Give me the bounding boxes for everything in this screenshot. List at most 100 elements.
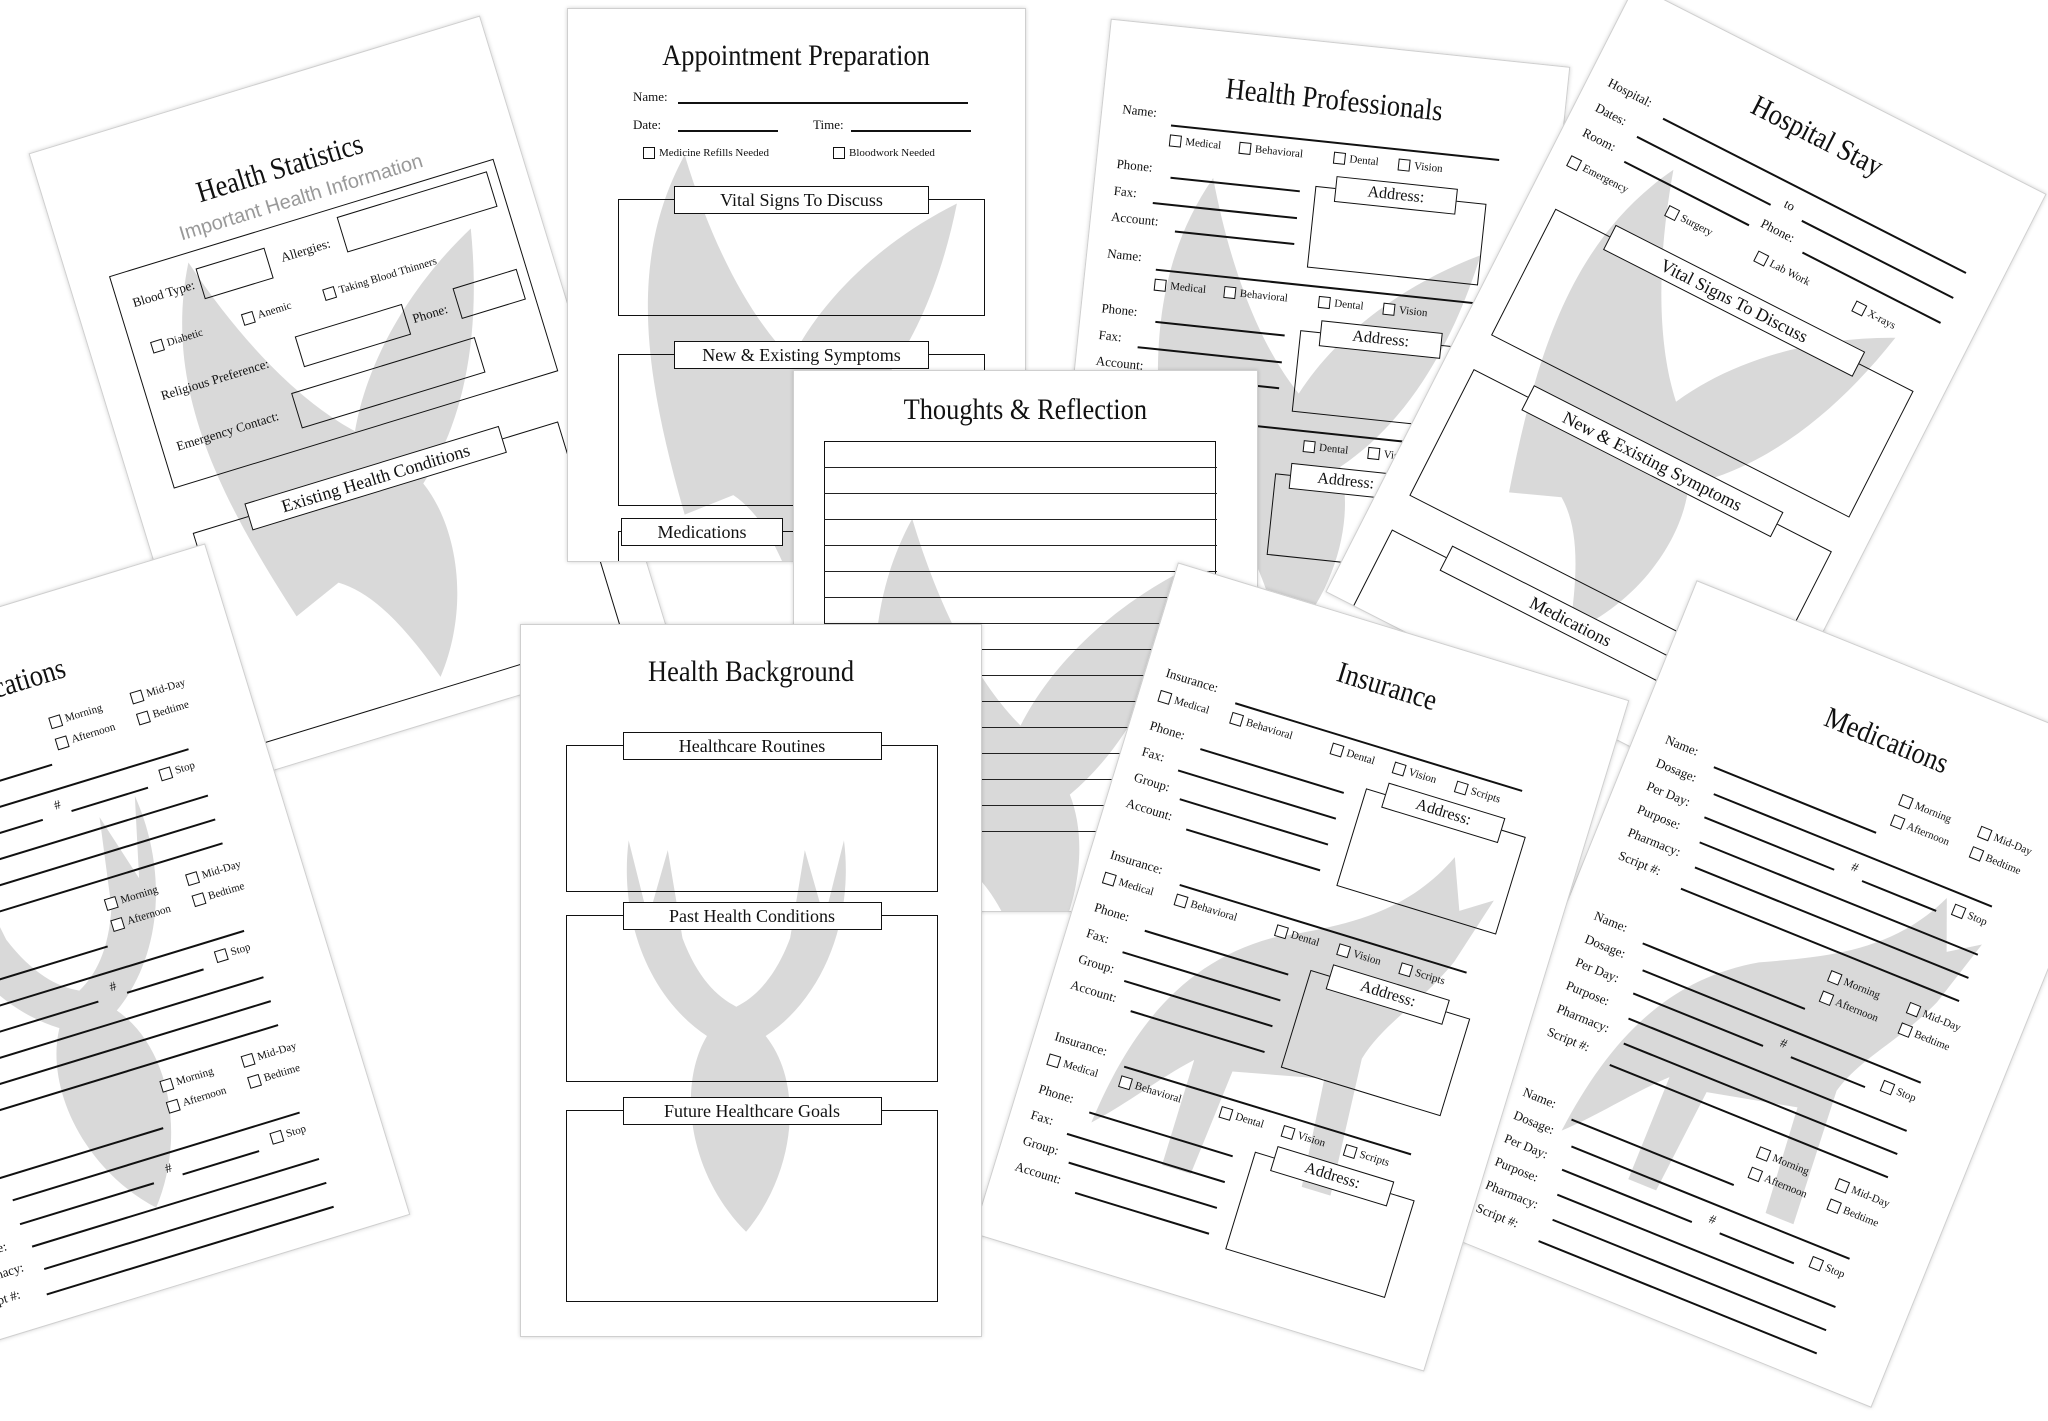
checkbox-square-icon bbox=[1747, 1166, 1764, 1183]
write-in-line bbox=[1861, 880, 1937, 912]
checkbox-square-icon bbox=[185, 871, 201, 887]
checkbox-medicine-refills: Medicine Refills Needed bbox=[643, 147, 769, 159]
write-in-line bbox=[71, 786, 149, 813]
page-title: Health Professionals bbox=[1104, 59, 1565, 141]
page-title: Health Background bbox=[521, 655, 981, 689]
checkbox-square-icon bbox=[1834, 1178, 1851, 1194]
checkbox-label: Mid-Day bbox=[1920, 1007, 1963, 1035]
checkbox-square-icon bbox=[48, 714, 64, 730]
checkbox-square-icon bbox=[1897, 1022, 1914, 1038]
checkbox-vision: Vision bbox=[1397, 158, 1443, 175]
checkbox-square-icon bbox=[1818, 990, 1835, 1007]
write-in-line bbox=[1623, 1042, 1898, 1156]
phone-label: Phone: bbox=[1115, 156, 1154, 175]
date-label: Date: bbox=[633, 117, 662, 132]
account-label: Account: bbox=[1068, 976, 1119, 1006]
checkbox-dental: Dental bbox=[1329, 742, 1376, 767]
checkbox-square-icon bbox=[1173, 893, 1189, 909]
write-in-line bbox=[1556, 1193, 1836, 1309]
writing-line bbox=[824, 467, 1217, 468]
checkbox-square-icon bbox=[1664, 205, 1681, 222]
checkbox-square-icon bbox=[833, 147, 845, 159]
write-in-line bbox=[1713, 766, 1877, 834]
page-title-text: Health Professionals bbox=[1224, 72, 1445, 128]
checkbox-square-icon bbox=[1280, 1124, 1296, 1140]
page-title: Medications bbox=[0, 602, 232, 772]
dosage-label: Dosage: bbox=[1511, 1107, 1557, 1138]
insurance-label: Insurance: bbox=[1053, 1028, 1110, 1059]
checkbox-square-icon bbox=[1302, 440, 1316, 454]
write-in-line bbox=[1801, 219, 1954, 299]
checkbox-label: Stop bbox=[284, 1122, 308, 1141]
checkbox-square-icon bbox=[213, 948, 229, 964]
checkbox-behavioral: Behavioral bbox=[1223, 285, 1288, 305]
checkbox-stop: Stop bbox=[269, 1123, 307, 1145]
checkbox-square-icon bbox=[1317, 295, 1331, 310]
number-label: # bbox=[1706, 1211, 1719, 1228]
write-in-line bbox=[12, 1111, 300, 1202]
checkbox-square-icon bbox=[135, 710, 151, 726]
checkbox-scripts: Scripts bbox=[1342, 1143, 1391, 1170]
write-in-line bbox=[0, 763, 53, 817]
write-in-line bbox=[0, 945, 108, 999]
checkbox-square-icon bbox=[1968, 846, 1985, 862]
checkbox-square-icon bbox=[1889, 814, 1906, 830]
checkbox-label: Medical bbox=[1172, 694, 1211, 717]
checkbox-label: Dental bbox=[1318, 441, 1349, 457]
write-in-line bbox=[1632, 992, 1764, 1047]
write-in-line bbox=[1179, 798, 1329, 846]
write-in-line bbox=[0, 929, 245, 1020]
section-heading: Vital Signs To Discuss bbox=[673, 186, 930, 214]
checkbox-label: Vision bbox=[1295, 1129, 1327, 1150]
checkbox-square-icon bbox=[1453, 780, 1469, 796]
checkbox-label: X-rays bbox=[1865, 307, 1898, 332]
checkbox-square-icon bbox=[1382, 302, 1396, 316]
checkbox-square-icon bbox=[159, 1077, 175, 1093]
checkbox-square-icon bbox=[1976, 825, 1993, 842]
group-label: Group: bbox=[1132, 769, 1172, 795]
page-title: Thoughts & Reflection bbox=[794, 393, 1257, 427]
name-label: Name: bbox=[1520, 1084, 1559, 1111]
name-label: Name: bbox=[1663, 731, 1701, 759]
write-in-line bbox=[19, 1182, 155, 1226]
checkbox-square-icon bbox=[103, 896, 119, 911]
writing-line bbox=[824, 649, 1217, 650]
checkbox-label: Morning bbox=[119, 883, 160, 907]
checkbox-label: Emergency bbox=[1580, 162, 1631, 196]
account-label: Account: bbox=[1124, 795, 1175, 824]
checkbox-label: Medical bbox=[1117, 876, 1156, 899]
write-in-line bbox=[0, 1000, 99, 1044]
checkbox-label: Stop bbox=[229, 941, 252, 959]
write-in-line bbox=[46, 1205, 334, 1296]
checkbox-square-icon bbox=[240, 1052, 256, 1068]
checkbox-label: Dental bbox=[1333, 297, 1365, 313]
page-title-text: Medications bbox=[0, 651, 70, 722]
writing-line bbox=[824, 597, 1217, 598]
checkbox-square-icon bbox=[1117, 1075, 1133, 1091]
checkbox-dental: Dental bbox=[1302, 440, 1349, 457]
write-in-line bbox=[1123, 979, 1273, 1028]
checkbox-label: Scripts bbox=[1358, 1148, 1391, 1170]
write-in-line bbox=[1694, 866, 1969, 979]
writing-line bbox=[824, 779, 1217, 780]
write-in-line bbox=[0, 794, 209, 885]
checkbox-square-icon bbox=[54, 735, 70, 751]
group-label: Group: bbox=[1076, 950, 1117, 977]
checkbox-scripts: Scripts bbox=[1453, 780, 1502, 806]
section-heading: Vital Signs To Discuss bbox=[1603, 224, 1866, 377]
checkbox-square-icon bbox=[1168, 134, 1182, 148]
checkbox-label: Medical bbox=[1061, 1058, 1100, 1081]
name-label: Name: bbox=[1592, 907, 1630, 935]
write-in-line bbox=[1642, 942, 1806, 1010]
checkbox-vision: Vision bbox=[1336, 943, 1382, 968]
checkbox-square-icon bbox=[1826, 970, 1843, 986]
write-in-line bbox=[1699, 841, 1979, 956]
section-section-goals: Future Healthcare Goals bbox=[566, 1097, 938, 1302]
checkbox-label: Scripts bbox=[1469, 785, 1502, 806]
dosage-label: Dosage: bbox=[1582, 931, 1628, 961]
fax-label: Fax: bbox=[1029, 1106, 1056, 1128]
checkbox-label: Bedtime bbox=[1983, 852, 2023, 878]
checkbox-square-icon bbox=[1808, 1255, 1825, 1272]
writing-line bbox=[824, 519, 1217, 520]
